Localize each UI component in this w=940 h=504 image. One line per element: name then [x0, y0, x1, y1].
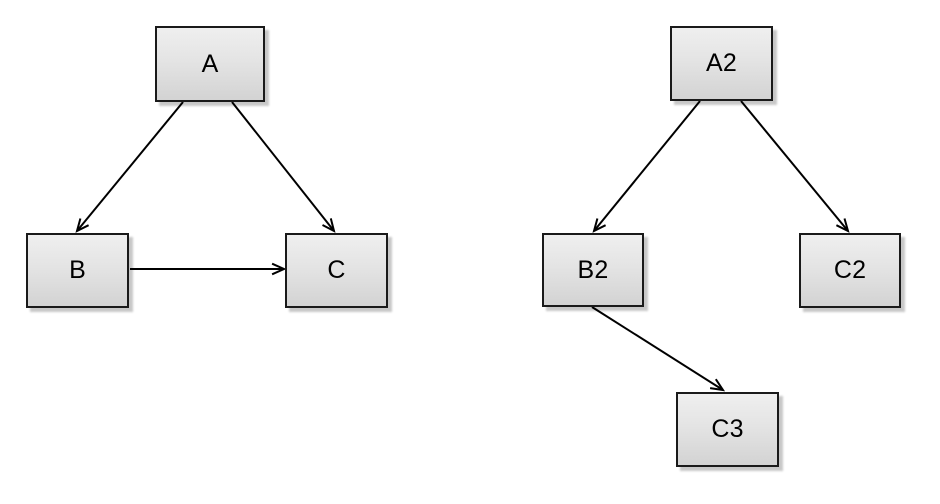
edge-a2-b2[interactable] — [592, 100, 701, 233]
edge-line — [591, 306, 724, 391]
edge-b2-c3[interactable] — [591, 306, 726, 392]
node-a2[interactable]: A2 — [670, 26, 773, 101]
edge-a-b[interactable] — [75, 101, 184, 233]
node-b[interactable]: B — [26, 233, 129, 308]
node-c2[interactable]: C2 — [799, 233, 901, 308]
arrowhead-icon — [592, 218, 607, 233]
arrowhead-icon — [75, 218, 90, 233]
arrowhead-icon — [835, 218, 850, 233]
node-label: C — [327, 256, 346, 284]
node-label: C3 — [711, 415, 744, 443]
arrowhead-icon — [709, 378, 726, 392]
arrowhead-icon — [271, 262, 287, 276]
node-label: B2 — [577, 255, 609, 284]
edge-a2-c2[interactable] — [740, 100, 850, 233]
arrowhead-icon — [322, 218, 336, 233]
node-b2[interactable]: B2 — [542, 233, 644, 307]
node-c[interactable]: C — [285, 233, 388, 308]
node-label: A — [201, 49, 219, 78]
node-label: A2 — [706, 49, 737, 77]
node-label: C2 — [833, 256, 867, 284]
node-c3[interactable]: C3 — [676, 392, 779, 467]
node-label: B — [69, 256, 86, 284]
edge-line — [740, 100, 849, 232]
edge-line — [593, 100, 701, 232]
edge-a-c[interactable] — [231, 101, 336, 233]
edge-b-c[interactable] — [130, 262, 287, 276]
edge-line — [76, 101, 184, 232]
node-a[interactable]: A — [155, 26, 265, 102]
edge-line — [231, 101, 335, 232]
